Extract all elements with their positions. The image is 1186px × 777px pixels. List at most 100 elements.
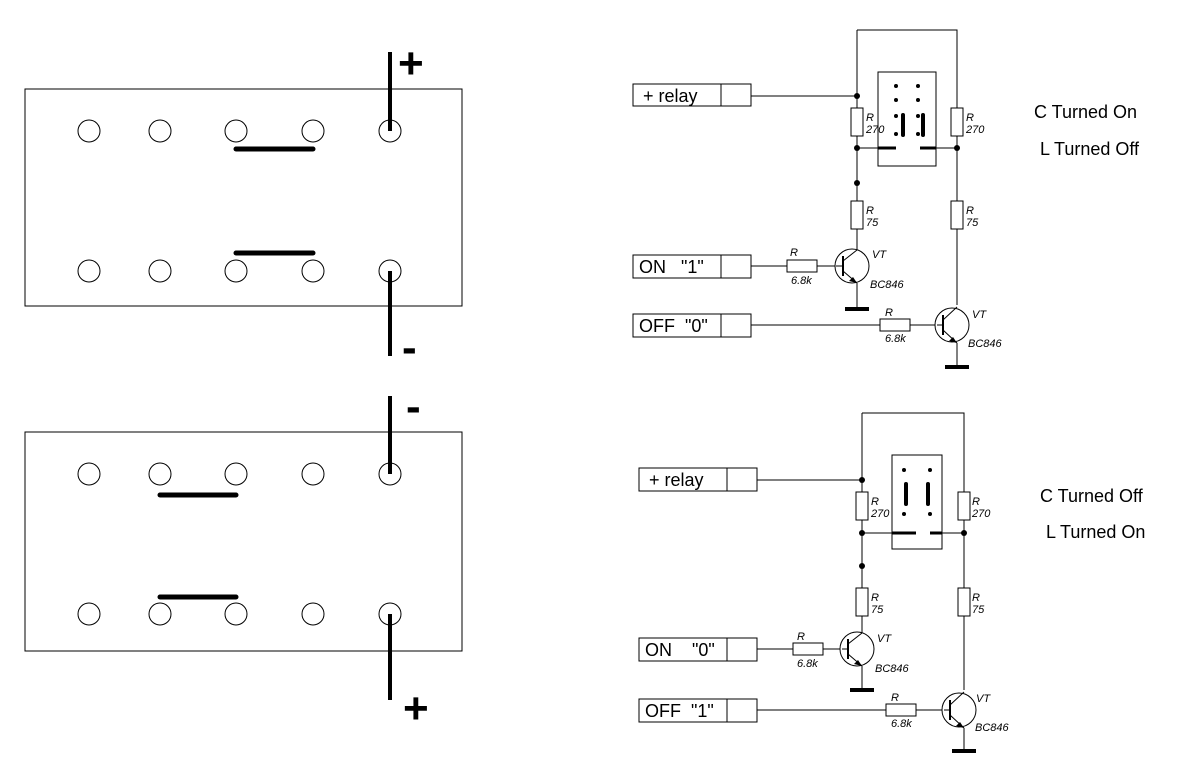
state-label: C Turned Off [1040, 486, 1144, 506]
pin [77, 602, 101, 626]
emitter-arrow [854, 660, 862, 666]
pin [224, 602, 248, 626]
resistor [879, 318, 911, 332]
resistor-value: 270 [965, 124, 985, 136]
top-relay-board: + - [24, 39, 463, 372]
bottom-relay-board: - + [24, 382, 463, 733]
relay-pin-dot [894, 114, 898, 118]
state-label: L Turned Off [1040, 139, 1140, 159]
relay-pin-dot [894, 98, 898, 102]
resistor [855, 587, 869, 617]
resistor-name: R [866, 205, 874, 217]
resistor-value: 75 [966, 217, 979, 229]
relay-pin-dot [894, 84, 898, 88]
resistor-name: R [966, 112, 974, 124]
bottom-transistor-off: VT BC846 [941, 691, 1010, 734]
pin [148, 462, 172, 486]
bottom-board-pins [77, 462, 402, 626]
resistor-name: R [790, 247, 798, 259]
top-relay-module [877, 71, 937, 167]
resistor-value: 6.8k [891, 718, 912, 730]
relay-pin-dot [894, 132, 898, 136]
transistor-name: VT [877, 633, 892, 645]
top-driver-circuit: R 270 R 270 R 75 R 75 R 6.8k R 6.8k VT B… [632, 29, 1140, 369]
resistor [792, 642, 824, 656]
junction-dot [954, 145, 960, 151]
emitter-arrow [849, 277, 857, 283]
pin [224, 119, 248, 143]
relay-body [877, 71, 937, 167]
top-relay-input: + relay [632, 83, 752, 107]
resistor-value: 75 [972, 604, 985, 616]
relay-input-label: + relay [643, 86, 698, 106]
on-input-label: ON "1" [639, 257, 704, 277]
top-minus-sign: - [402, 323, 417, 372]
wire [862, 412, 965, 492]
resistor-name: R [972, 592, 980, 604]
bottom-minus-sign: - [406, 382, 421, 431]
transistor-name: VT [872, 249, 887, 261]
relay-pin-dot [916, 84, 920, 88]
relay-pin-dot [916, 98, 920, 102]
pin [224, 462, 248, 486]
pin [77, 259, 101, 283]
relay-pin-dot [902, 512, 906, 516]
emitter-arrow [956, 722, 964, 728]
pin [148, 602, 172, 626]
pin [77, 462, 101, 486]
resistor-value: 6.8k [885, 333, 906, 345]
relay-pin-dot [916, 132, 920, 136]
transistor-collector [842, 249, 858, 262]
junction-dot [859, 530, 865, 536]
state-label: C Turned On [1034, 102, 1137, 122]
bottom-plus-sign: + [403, 684, 429, 733]
top-plus-sign: + [398, 39, 424, 88]
resistor [850, 107, 864, 137]
resistor-value: 75 [866, 217, 879, 229]
resistor-value: 270 [971, 508, 991, 520]
transistor-collector [847, 632, 863, 645]
relay-pin-dot [928, 468, 932, 472]
resistor [786, 259, 818, 273]
relay-pin-dot [916, 114, 920, 118]
resistor-name: R [891, 692, 899, 704]
resistor [957, 587, 971, 617]
resistor-value: 270 [870, 508, 890, 520]
transistor-name: VT [976, 693, 991, 705]
off-input-label: OFF "0" [639, 316, 708, 336]
bottom-relay-module [891, 454, 943, 550]
resistor [855, 491, 869, 521]
junction-dot [854, 180, 860, 186]
pin [301, 602, 325, 626]
resistor-value: 75 [871, 604, 884, 616]
transistor-name: VT [972, 309, 987, 321]
top-transistor-off: VT BC846 [934, 306, 1003, 350]
relay-input-label: + relay [649, 470, 704, 490]
transistor-part: BC846 [875, 663, 910, 675]
resistor [885, 703, 917, 717]
resistor-value: 6.8k [797, 658, 818, 670]
top-off-input: OFF "0" [632, 313, 752, 338]
off-input-label: OFF "1" [645, 701, 714, 721]
bottom-relay-input: + relay [638, 467, 758, 492]
resistor-name: R [972, 496, 980, 508]
relay-body [891, 454, 943, 550]
transistor-collector [949, 691, 965, 706]
resistor-name: R [797, 631, 805, 643]
pin [224, 259, 248, 283]
state-label: L Turned On [1046, 522, 1145, 542]
bottom-driver-circuit: R 270 R 270 R 75 R 75 R 6.8k R 6.8k VT B… [638, 412, 1145, 753]
junction-dot [854, 93, 860, 99]
resistor-name: R [885, 307, 893, 319]
resistor [957, 491, 971, 521]
on-input-label: ON "0" [645, 640, 715, 660]
transistor-collector [942, 306, 958, 321]
relay-pin-dot [928, 512, 932, 516]
top-on-input: ON "1" [632, 254, 752, 279]
junction-dot [961, 530, 967, 536]
transistor-part: BC846 [975, 722, 1010, 734]
relay-pin-dot [902, 468, 906, 472]
junction-dot [854, 145, 860, 151]
pin [301, 119, 325, 143]
